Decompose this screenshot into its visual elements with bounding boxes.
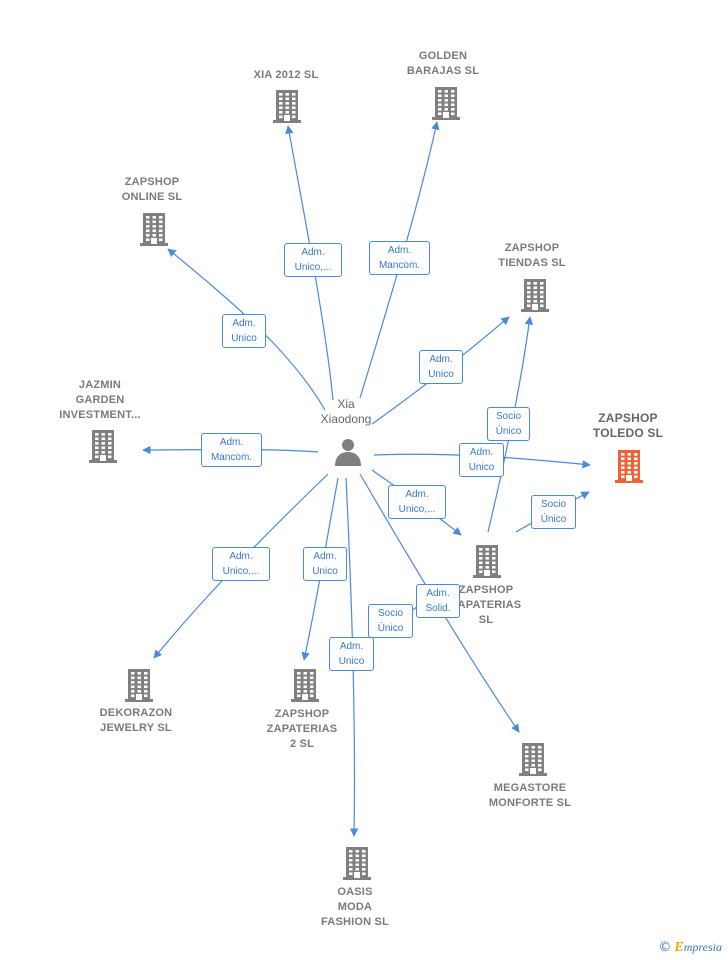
edge-label-xia2012[interactable]: Adm. Unico,... [284,243,342,277]
edge-label-zzapaterias[interactable]: Adm. Unico,... [388,485,446,519]
edge-label-dekorazon[interactable]: Adm. Unico,... [212,547,270,581]
node-label-xia2012[interactable]: XIA 2012 SL [253,69,319,81]
node-label-megastore[interactable]: MEGASTORE MONFORTE SL [488,782,572,809]
edge-label-ztiendas[interactable]: Adm. Unico [419,350,463,384]
edge-label-zonline[interactable]: Adm. Unico [222,314,266,348]
building-icon[interactable] [431,86,461,120]
edge-label-ztoledo[interactable]: Adm. Unico [459,443,504,477]
edge-label-zzap-zzap2[interactable]: Socio Único [368,604,413,638]
edge-label-zzap-toledo[interactable]: Socio Único [531,495,576,529]
edge-label-oasis[interactable]: Adm. Unico [329,637,374,671]
building-icon[interactable] [518,742,548,776]
building-icon[interactable] [520,278,550,312]
node-label-zonline[interactable]: ZAPSHOP ONLINE SL [121,176,183,203]
building-icon[interactable] [139,212,169,246]
building-icon[interactable] [472,544,502,578]
node-label-oasis[interactable]: OASIS MODA FASHION SL [320,886,389,928]
building-icon[interactable] [342,846,372,880]
node-label-jazmin[interactable]: JAZMIN GARDEN INVESTMENT... [59,379,141,421]
node-label-zzap2[interactable]: ZAPSHOP ZAPATERIAS 2 SL [266,708,338,750]
edge-label-jazmin[interactable]: Adm. Mancom. [201,433,262,467]
node-label-golden[interactable]: GOLDEN BARAJAS SL [406,50,480,77]
edge-label-golden[interactable]: Adm. Mancom. [369,241,430,275]
building-icon[interactable] [290,668,320,702]
node-label-zzapaterias[interactable]: ZAPSHOP ZAPATERIAS SL [450,584,522,626]
person-icon[interactable] [333,436,363,466]
node-label-dekorazon[interactable]: DEKORAZON JEWELRY SL [99,707,173,734]
edge-label-zzap-tiendas[interactable]: Socio Único [487,407,530,441]
person-name[interactable]: Xia Xiaodong [320,397,372,426]
building-icon[interactable] [124,668,154,702]
node-label-ztiendas[interactable]: ZAPSHOP TIENDAS SL [498,242,566,269]
empresia-logo[interactable]: © Empresia [658,940,722,955]
edge-label-zzap2[interactable]: Adm. Unico [303,547,347,581]
building-icon[interactable] [614,449,644,483]
building-icon[interactable] [272,89,302,123]
building-icon[interactable] [88,429,118,463]
copyright-icon: © [658,940,672,955]
node-label-ztoledo[interactable]: ZAPSHOP TOLEDO SL [592,411,664,440]
edge-label-megastore[interactable]: Adm. Solid. [416,584,460,618]
